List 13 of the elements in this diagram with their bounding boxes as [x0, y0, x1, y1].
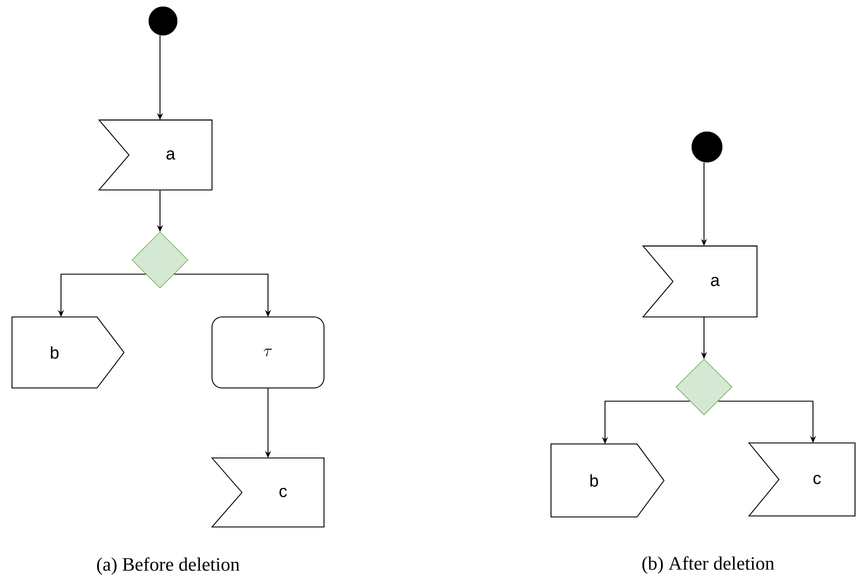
start-node	[692, 132, 722, 162]
send-signal-box: b	[550, 444, 665, 518]
send-signal-box: b	[12, 316, 125, 388]
receive-signal-box: c	[748, 442, 856, 516]
decision-diamond	[676, 358, 732, 416]
subfigure-caption: (b) After deletion	[642, 556, 774, 574]
receive-signal-box: c	[211, 458, 324, 528]
decision-diamond	[132, 232, 188, 288]
start-node	[148, 6, 178, 36]
subfigure-caption: (a) Before deletion	[97, 557, 240, 575]
receive-signal-box: a	[98, 120, 212, 190]
receive-signal-box: a	[642, 246, 758, 318]
process-box: $\tau$	[212, 316, 324, 388]
